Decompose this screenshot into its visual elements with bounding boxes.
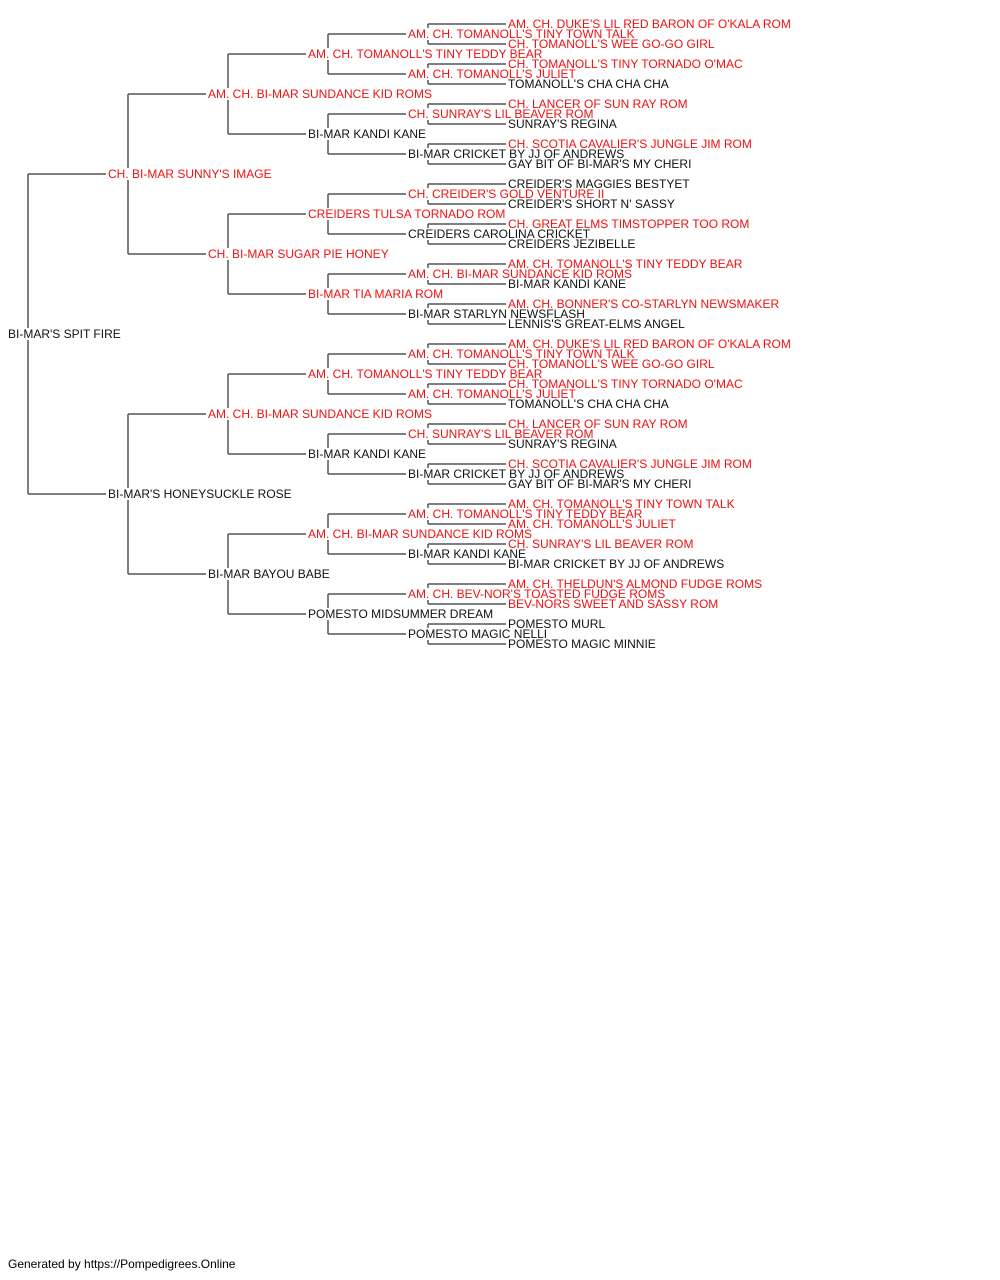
ancestor-name: AM. CH. THELDUN'S ALMOND FUDGE ROMS xyxy=(508,577,762,591)
ancestor-name: CREIDER'S MAGGIES BESTYET xyxy=(508,177,690,191)
ancestor-name: CH. SUNRAY'S LIL BEAVER ROM xyxy=(408,107,593,121)
ancestor-name: AM. CH. BI-MAR SUNDANCE KID ROMS xyxy=(208,407,432,421)
ancestor-name: BI-MAR'S SPIT FIRE xyxy=(8,327,121,341)
ancestor-name: BI-MAR CRICKET BY JJ OF ANDREWS xyxy=(508,557,724,571)
ancestor-name: CH. TOMANOLL'S TINY TORNADO O'MAC xyxy=(508,377,743,391)
ancestor-name: CH. LANCER OF SUN RAY ROM xyxy=(508,97,688,111)
ancestor-name: BI-MAR KANDI KANE xyxy=(308,127,426,141)
ancestor-name: POMESTO MIDSUMMER DREAM xyxy=(308,607,493,621)
ancestor-name: CREIDERS TULSA TORNADO ROM xyxy=(308,207,505,221)
ancestor-name: BI-MAR KANDI KANE xyxy=(408,547,526,561)
ancestor-name: AM. CH. TOMANOLL'S TINY TOWN TALK xyxy=(408,27,635,41)
ancestor-name: CH. SUNRAY'S LIL BEAVER ROM xyxy=(408,427,593,441)
ancestor-name: CH. SCOTIA CAVALIER'S JUNGLE JIM ROM xyxy=(508,457,752,471)
ancestor-name: POMESTO MAGIC NELLI xyxy=(408,627,547,641)
ancestor-name: BI-MAR BAYOU BABE xyxy=(208,567,330,581)
ancestor-name: AM. CH. BI-MAR SUNDANCE KID ROMS xyxy=(408,267,632,281)
ancestor-name: CH. BI-MAR SUNNY'S IMAGE xyxy=(108,167,272,181)
ancestor-name: CH. TOMANOLL'S WEE GO-GO GIRL xyxy=(508,37,715,51)
ancestor-name: BI-MAR CRICKET BY JJ OF ANDREWS xyxy=(408,467,624,481)
ancestor-name: AM. CH. DUKE'S LIL RED BARON OF O'KALA R… xyxy=(508,17,791,31)
ancestor-name: CH. CREIDER'S GOLD VENTURE II xyxy=(408,187,604,201)
ancestor-name: CH. LANCER OF SUN RAY ROM xyxy=(508,417,688,431)
ancestor-name: AM. CH. BI-MAR SUNDANCE KID ROMS xyxy=(208,87,432,101)
ancestor-name: POMESTO MURL xyxy=(508,617,605,631)
ancestor-name: AM. CH. TOMANOLL'S TINY TOWN TALK xyxy=(408,347,635,361)
ancestor-name: POMESTO MAGIC MINNIE xyxy=(508,637,656,651)
ancestor-name: AM. CH. TOMANOLL'S TINY TOWN TALK xyxy=(508,497,735,511)
footer-credit: Generated by https://Pompedigrees.Online xyxy=(8,1257,236,1271)
ancestor-name: BI-MAR CRICKET BY JJ OF ANDREWS xyxy=(408,147,624,161)
ancestor-name: AM. CH. TOMANOLL'S TINY TEDDY BEAR xyxy=(308,367,543,381)
ancestor-name: BEV-NORS SWEET AND SASSY ROM xyxy=(508,597,718,611)
ancestor-name: GAY BIT OF BI-MAR'S MY CHERI xyxy=(508,157,691,171)
ancestor-name: AM. CH. BONNER'S CO-STARLYN NEWSMAKER xyxy=(508,297,780,311)
ancestor-name: CH. GREAT ELMS TIMSTOPPER TOO ROM xyxy=(508,217,749,231)
ancestor-name: BI-MAR STARLYN NEWSFLASH xyxy=(408,307,585,321)
ancestor-name: BI-MAR KANDI KANE xyxy=(308,447,426,461)
ancestor-name: AM. CH. TOMANOLL'S TINY TEDDY BEAR xyxy=(308,47,543,61)
ancestor-name: AM. CH. BI-MAR SUNDANCE KID ROMS xyxy=(308,527,532,541)
ancestor-name: CH. BI-MAR SUGAR PIE HONEY xyxy=(208,247,389,261)
ancestor-name: AM. CH. TOMANOLL'S TINY TEDDY BEAR xyxy=(508,257,743,271)
ancestor-name: CREIDER'S SHORT N' SASSY xyxy=(508,197,675,211)
ancestor-name: AM. CH. TOMANOLL'S JULIET xyxy=(508,517,677,531)
ancestor-name: CH. TOMANOLL'S WEE GO-GO GIRL xyxy=(508,357,715,371)
ancestor-name: CH. TOMANOLL'S TINY TORNADO O'MAC xyxy=(508,57,743,71)
ancestor-name: TOMANOLL'S CHA CHA CHA xyxy=(508,77,669,91)
ancestor-name: CREIDERS JEZIBELLE xyxy=(508,237,635,251)
ancestor-name: BI-MAR TIA MARIA ROM xyxy=(308,287,443,301)
ancestor-name: AM. CH. TOMANOLL'S JULIET xyxy=(408,387,577,401)
ancestor-name: GAY BIT OF BI-MAR'S MY CHERI xyxy=(508,477,691,491)
ancestor-name: TOMANOLL'S CHA CHA CHA xyxy=(508,397,669,411)
ancestor-name: CH. SCOTIA CAVALIER'S JUNGLE JIM ROM xyxy=(508,137,752,151)
ancestor-name: BI-MAR'S HONEYSUCKLE ROSE xyxy=(108,487,292,501)
ancestor-name: CREIDERS CAROLINA CRICKET xyxy=(408,227,591,241)
ancestor-name: SUNRAY'S REGINA xyxy=(508,437,617,451)
ancestor-name: AM. CH. TOMANOLL'S TINY TEDDY BEAR xyxy=(408,507,643,521)
ancestor-name: AM. CH. TOMANOLL'S JULIET xyxy=(408,67,577,81)
ancestor-name: AM. CH. DUKE'S LIL RED BARON OF O'KALA R… xyxy=(508,337,791,351)
ancestor-name: LENNIS'S GREAT-ELMS ANGEL xyxy=(508,317,685,331)
ancestor-name: SUNRAY'S REGINA xyxy=(508,117,617,131)
ancestor-name: CH. SUNRAY'S LIL BEAVER ROM xyxy=(508,537,693,551)
ancestor-name: BI-MAR KANDI KANE xyxy=(508,277,626,291)
ancestor-name: AM. CH. BEV-NOR'S TOASTED FUDGE ROMS xyxy=(408,587,665,601)
